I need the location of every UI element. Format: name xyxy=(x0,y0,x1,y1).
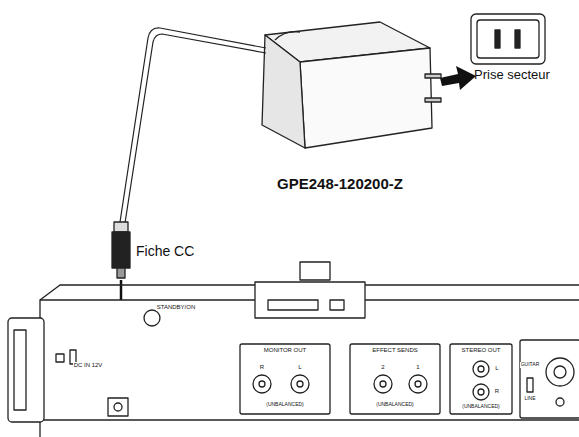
panel-label: DC IN 12V xyxy=(73,362,104,369)
recorder-rear-panel xyxy=(8,262,579,437)
panel-label: R xyxy=(259,364,265,371)
panel-label: L xyxy=(494,365,499,372)
plug-in-arrow xyxy=(440,66,476,90)
panel-label: 1 xyxy=(415,364,420,371)
panel-label: L xyxy=(297,364,302,371)
outlet-label: Prise secteur xyxy=(474,68,550,82)
panel-label: GUITAR xyxy=(520,362,541,368)
panel-label: (UNBALANCED) xyxy=(375,402,415,408)
model-number: GPE248-120200-Z xyxy=(277,176,403,193)
panel-label: EFFECT SENDS xyxy=(371,347,419,354)
panel-label: STEREO OUT xyxy=(460,347,501,354)
wall-outlet xyxy=(471,14,545,64)
panel-label: (UNBALANCED) xyxy=(461,404,501,410)
plug-label: Fiche CC xyxy=(136,244,194,259)
cable xyxy=(120,28,266,222)
panel-label: (UNBALANCED) xyxy=(265,402,305,408)
panel-label: MONITOR OUT xyxy=(263,347,308,354)
panel-label: R xyxy=(494,388,500,395)
panel-label: 2 xyxy=(380,364,385,371)
dc-plug xyxy=(112,222,130,278)
panel-label: STANDBY/ON xyxy=(156,304,197,311)
power-adapter xyxy=(262,22,441,148)
panel-label: LINE xyxy=(523,396,536,402)
